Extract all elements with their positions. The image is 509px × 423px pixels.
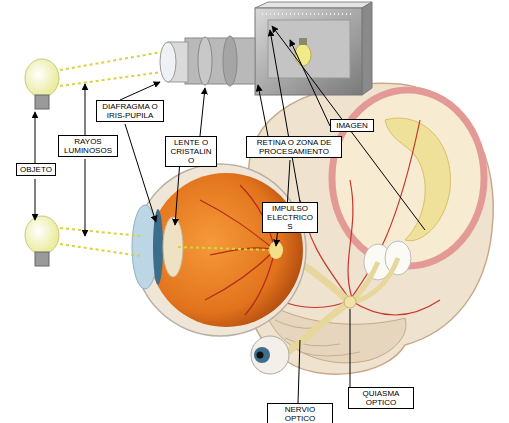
label-text: RAYOS LUMINOSOS [61,137,115,155]
label-box: IMPULSO ELECTRICOS [262,202,318,233]
optic-chiasm [344,296,356,308]
lens-ring [198,37,212,85]
object-bulb [25,59,59,97]
leader-line [350,309,351,388]
eye-retina [149,173,303,327]
brain-outline [246,83,494,374]
leader-line [175,160,180,225]
light-ray [60,52,162,86]
label-box: QUIASMA OPTICO [348,387,414,409]
object-bulb [25,216,59,254]
camera-image-base [299,38,307,45]
label-box: LENTE O CRISTALINO [165,136,217,167]
camera-body [255,8,362,95]
label-text: QUIASMA OPTICO [351,389,411,407]
leader-line [85,84,86,135]
optic-nerve [288,302,350,352]
small-eye [251,336,289,374]
small-eye-pupil [257,352,264,359]
optic-tract [350,258,398,302]
label-text: NERVIO OPTICO [270,405,330,423]
camera-chamber [268,20,350,78]
label-text: OBJETO [19,165,53,174]
label-text: IMPULSO ELECTRICOS [265,204,315,231]
label-box: OBJETO [16,163,56,176]
label-box: DIAFRAGMA O IRIS-PUPILA [96,100,164,122]
label-text: RETINA O ZONA DE PROCESAMIENTO [249,138,339,156]
ventricle [385,118,450,241]
leader-line [258,85,268,136]
label-text: LENTE O CRISTALINO [168,138,214,165]
leader-line [298,340,300,403]
leader-lines [35,26,425,403]
leader-line [272,26,425,230]
light-ray [60,228,270,256]
iris [153,209,163,285]
leader-line [200,88,205,136]
cerebral-cortex [332,90,484,266]
small-eye-iris [254,347,270,363]
eye-sclera [134,164,306,336]
leader-line [35,179,36,220]
lens-barrel [185,38,255,84]
camera-side [362,2,372,95]
leader-line [85,159,86,236]
lens-ring [223,36,237,86]
leader-line [290,40,330,126]
label-box: IMAGEN [330,119,374,132]
object-bulb-base [35,95,49,109]
object-bulb-base [35,252,49,266]
label-box: RAYOS LUMINOSOS [58,135,118,157]
label-box: RETINA O ZONA DE PROCESAMIENTO [246,136,342,158]
leader-line [125,124,156,222]
label-text: DIAFRAGMA O IRIS-PUPILA [99,102,161,120]
leader-line [270,30,300,202]
label-box: NERVIO OPTICO [267,403,333,423]
lens-glass [160,42,176,82]
leader-line [120,82,160,100]
camera-top [255,2,372,8]
camera-dots [262,13,352,15]
label-text: IMAGEN [333,121,371,130]
leader-line [35,112,36,163]
